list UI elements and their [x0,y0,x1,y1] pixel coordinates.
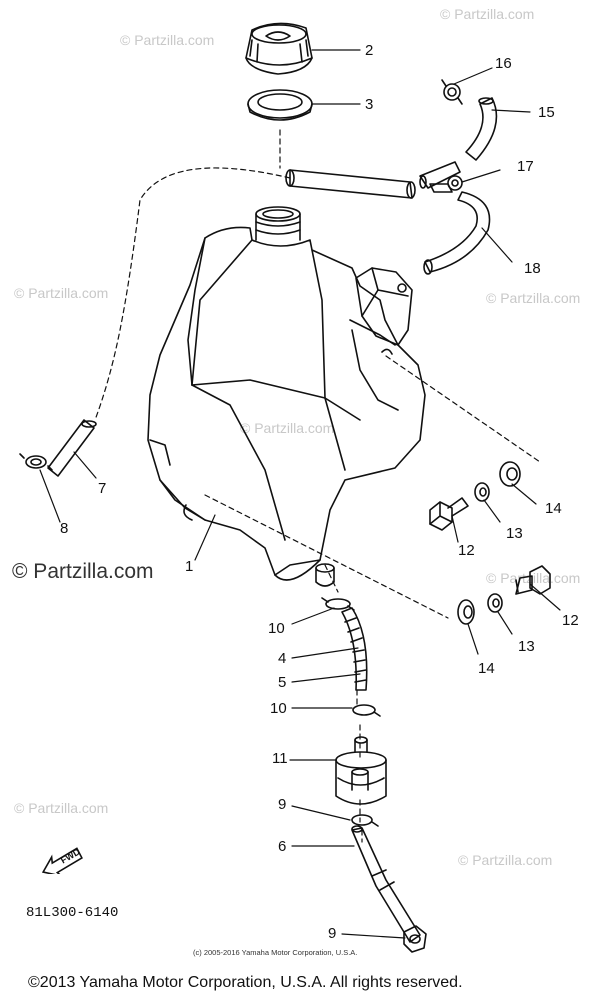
callout-3: 3 [365,96,374,113]
clip-9-lower [403,925,427,953]
hose-15 [465,97,498,161]
small-copyright: (c) 2005-2016 Yamaha Motor Corporation, … [193,948,358,957]
clip-8 [19,453,53,471]
callout-18: 18 [524,260,541,277]
corrugated-hose [341,607,368,691]
callout-15: 15 [538,104,555,121]
callout-12-lower: 12 [562,612,579,629]
callout-13-upper: 13 [506,525,523,542]
copyright: ©2013 Yamaha Motor Corporation, U.S.A. A… [28,974,463,991]
callout-14-upper: 14 [545,500,562,517]
watermark-large: © Partzilla.com [12,560,154,583]
bolt-12-upper [429,497,469,531]
callout-12-upper: 12 [458,542,475,559]
washer-13-lower [487,593,503,613]
callout-7: 7 [98,480,107,497]
callout-16: 16 [495,55,512,72]
callout-5: 5 [278,674,287,691]
tee-fitting [419,161,463,193]
callout-9-upper: 9 [278,796,287,813]
hose-18 [423,191,491,275]
callout-2: 2 [365,42,374,59]
callout-10-upper: 10 [268,620,285,637]
callout-13-lower: 13 [518,638,535,655]
callout-10-lower: 10 [270,700,287,717]
callout-4: 4 [278,650,287,667]
watermark: © Partzilla.com [14,800,109,816]
tank-outlet [315,563,335,587]
hose-7 [47,419,97,477]
callout-14-lower: 14 [478,660,495,677]
callout-17: 17 [517,158,534,175]
breather-chamber [355,267,413,355]
watermark: © Partzilla.com [14,285,109,301]
callout-1: 1 [185,558,194,575]
washer-13-upper [474,482,490,502]
diagram-code: 81L300-6140 [26,905,119,921]
bolt-12-lower [515,565,551,595]
grommet-14-upper [499,461,521,487]
fuel-filter [335,736,387,805]
callout-11: 11 [272,750,288,767]
breather-hose [285,169,416,199]
watermark: © Partzilla.com [486,290,581,306]
fwd-arrow-icon [41,847,83,874]
callout-9-lower: 9 [328,925,337,942]
watermark: © Partzilla.com [486,570,581,586]
watermark: © Partzilla.com [240,420,335,436]
callout-6: 6 [278,838,287,855]
clip-10-lower [352,704,381,717]
leader-lines [39,49,561,939]
watermark: © Partzilla.com [120,32,215,48]
clip-10-upper [321,597,355,611]
routing-lines [94,129,541,843]
watermark: © Partzilla.com [440,6,535,22]
gasket-part [247,89,313,121]
fuel-cap-part [245,22,313,75]
clip-9-upper [351,814,379,827]
filler-neck [255,206,301,241]
callout-8: 8 [60,520,69,537]
watermark: © Partzilla.com [458,852,553,868]
grommet-14-lower [457,599,475,625]
hose-6 [351,825,421,943]
fuel-tank-body [147,226,426,581]
clip-16 [441,79,463,105]
